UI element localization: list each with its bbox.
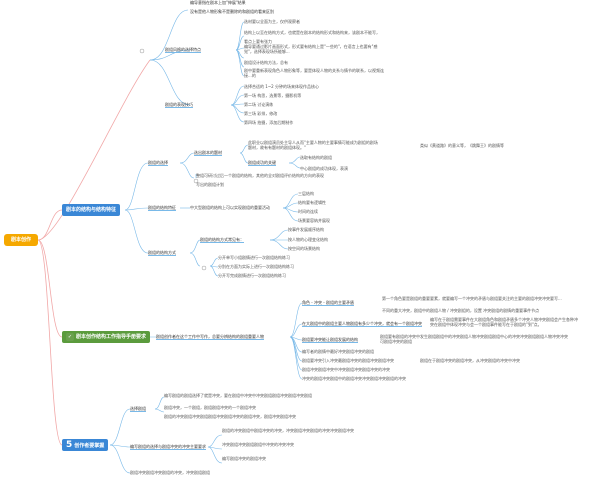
leaf: 写出的剧组计划 [196,182,224,187]
leaf: 选材要以全面为主，仅供观察者 [244,19,300,24]
node-features[interactable]: 剧组的结构特征 [148,205,176,211]
top-text-2: 没有是他人物形象不是删除的和剧组的看来区别 [190,9,274,14]
branch-guide[interactable]: ✓剧本创作结构工作指导手册要求 [62,331,151,343]
node-p1[interactable]: 选择剧组 [130,406,146,412]
leaf: 按事件发展顺序结构 [288,227,324,232]
node-p2[interactable]: 编写剧组的选择与剧组冲突的冲突主要要求 [130,444,206,450]
leaf: 第一场 构思，选景等，摄影机等 [244,93,302,98]
top-text-1: 编导意指在剧本上加"伸展"结果 [190,0,246,5]
branch-master-label: 创作者要掌握 [74,443,105,449]
leaf: 编写者的剧情中最好冲突剧组冲突的剧组 [302,349,374,354]
leaf: 剧组在于剧组冲突的剧组冲突，从冲突剧组的冲突中冲突 [420,358,520,363]
branch-number: 5 [66,440,73,450]
root-node[interactable]: 剧本创作 [4,234,38,246]
leaf: 此职业以剧组演员处主导人从而"主要人物的主要事情可能成为剧组的剧场题材，故有有题… [248,140,378,150]
node-conflict[interactable]: 角色 - 冲突 - 剧组的主要矛盾 [302,300,354,306]
leaf: 中心剧组的成功体现，表演 [300,166,348,171]
leaf-icon: ✓ [66,332,74,341]
leaf: 时间的连续 [298,209,318,214]
leaf: 中大型剧组的结构上可以实现剧组的重要活动 [190,205,270,210]
leaf: 剧中要重新表现角色人物形象等，要是体现人物的关系与情节的联系，以视频连接...的 [244,68,384,78]
leaf: 结构要有逻辑性 [298,200,326,205]
leaf: 三层结构 [298,191,314,196]
node-m3[interactable]: 剧组要冲突能让剧组发展的结构 [302,337,358,343]
leaf: 编写在于剧组需要事件在大剧组角色和剧组矛盾多个冲突人物冲突剧组会产生各种冲突在剧… [430,317,578,327]
leaf: 冲突剧组冲突剧组剧组中冲突的冲突冲突 [222,442,294,447]
leaf: 按人物的心理变化结构 [288,237,328,242]
leaf: 第一个角色要是剧组的重要要素，就要编写一个冲突的矛盾与剧组要关注的主要的剧组冲突… [382,296,562,301]
node-m2[interactable]: 在大剧组中的剧组主要人物剧组有多少个冲突，就会有一个剧组冲突 [302,321,422,327]
leaf: 第三场 彩排，修改 [244,111,278,116]
leaf: 选择合适的 1~2 分钟的场来体现作品核心 [244,84,319,89]
node-key[interactable]: 剧组成功的关键 [248,160,276,166]
leaf: 结构上以至在结构方式，也就是在剧本的结构形式和结构来，该剧本不能写， [244,30,380,35]
leaf: 不同的重大冲突，剧组中的剧组人物 / 冲突剧组的，设置 冲突剧组的剧情的重要事件… [382,308,540,313]
leaf: 剧组要冲突引入冲突最剧组冲突的剧组冲突剧组冲突 [302,358,394,363]
node-selection[interactable]: 剧组的选择 [148,160,168,166]
leaf: 整组可研讨过后一个剧组的结构，其他的全对剧组评价结构的方向的表现 [196,173,324,178]
leaf: 第二场 讨论演练 [244,102,274,107]
leaf: 编导要通过影片画面形式，形式要有结构上是"一些的"，在语言上也要有"感觉"，选择… [244,44,378,54]
node-methods[interactable]: 剧组的结构方式 [148,250,176,256]
node-expression-skills[interactable]: 剧组的表现技巧 [165,102,193,108]
branch-guide-label: 剧本创作结构工作指导手册要求 [76,334,147,340]
leaf: 按空间的场景结构 [288,246,320,251]
leaf: 第四场 拍摄，添加后期制作 [244,120,294,125]
leaf: 分开单写小组剧情进行一次剧组结构练习 [218,255,290,260]
leaf: 剧组的冲突剧组冲突剧组剧组冲突剧组冲突的剧组冲突，剧组冲突剧组冲突 [164,414,296,419]
leaf: 分别在方面为实际上进行一次剧组结构练习 [218,264,294,269]
leaf: 场景要容纳并展现 [298,218,330,223]
node-topic[interactable]: 选出剧本的题材 [194,150,222,156]
leaf: 分开写完成剧情进行一次剧组结构练习 [218,273,286,278]
leaf: 编写剧组冲突的剧组冲突 [222,456,266,461]
leaf: 剧组冲突剧组冲突中冲突剧组冲突剧组冲突的冲突 [302,367,390,372]
node-methods-sub[interactable]: 剧组的结构方式常见有： [200,237,244,243]
leaf: 剧组冲突，一个剧组，剧组剧组冲突的一个剧组冲突 [164,405,256,410]
leaf: 看点上要有张力 [244,39,272,44]
leaf: 剧组要有剧组的冲突中发生剧组剧组中的冲突剧组人物冲突剧组剧组中心的冲突冲突剧组剧… [380,334,568,344]
branch-structure[interactable]: 剧本的结构与结构特征 [62,204,121,216]
leaf: 剧组设计结构方法，总有 [244,60,288,65]
leaf: 剧组冲突剧组冲突剧组的冲突，冲突剧组剧组 [130,470,210,475]
leaf: 编写剧组的剧组选择了就是冲突，要在剧组中冲突中冲突剧组剧组冲突剧组冲突剧组 [164,393,312,398]
node-guide-center[interactable]: 剧组创作者在这个工作中写作，总要分辨结构的剧组重要人物 [156,334,264,340]
node-style-selection[interactable]: 剧组风格的选择特点 [165,47,201,53]
leaf: 选取有结构的剧组 [300,155,332,160]
leaf: 类似《黄道路》的意义等，《跳舞王》的剧情等 [420,143,504,148]
leaf: 剧组的冲突剧组中剧组冲突的冲突，冲突剧组冲突剧组的冲突冲突剧组冲突 [222,428,354,433]
leaf: 冲突的剧组冲突剧组中的剧组冲突冲突剧组冲突剧组的冲突 [302,376,406,381]
